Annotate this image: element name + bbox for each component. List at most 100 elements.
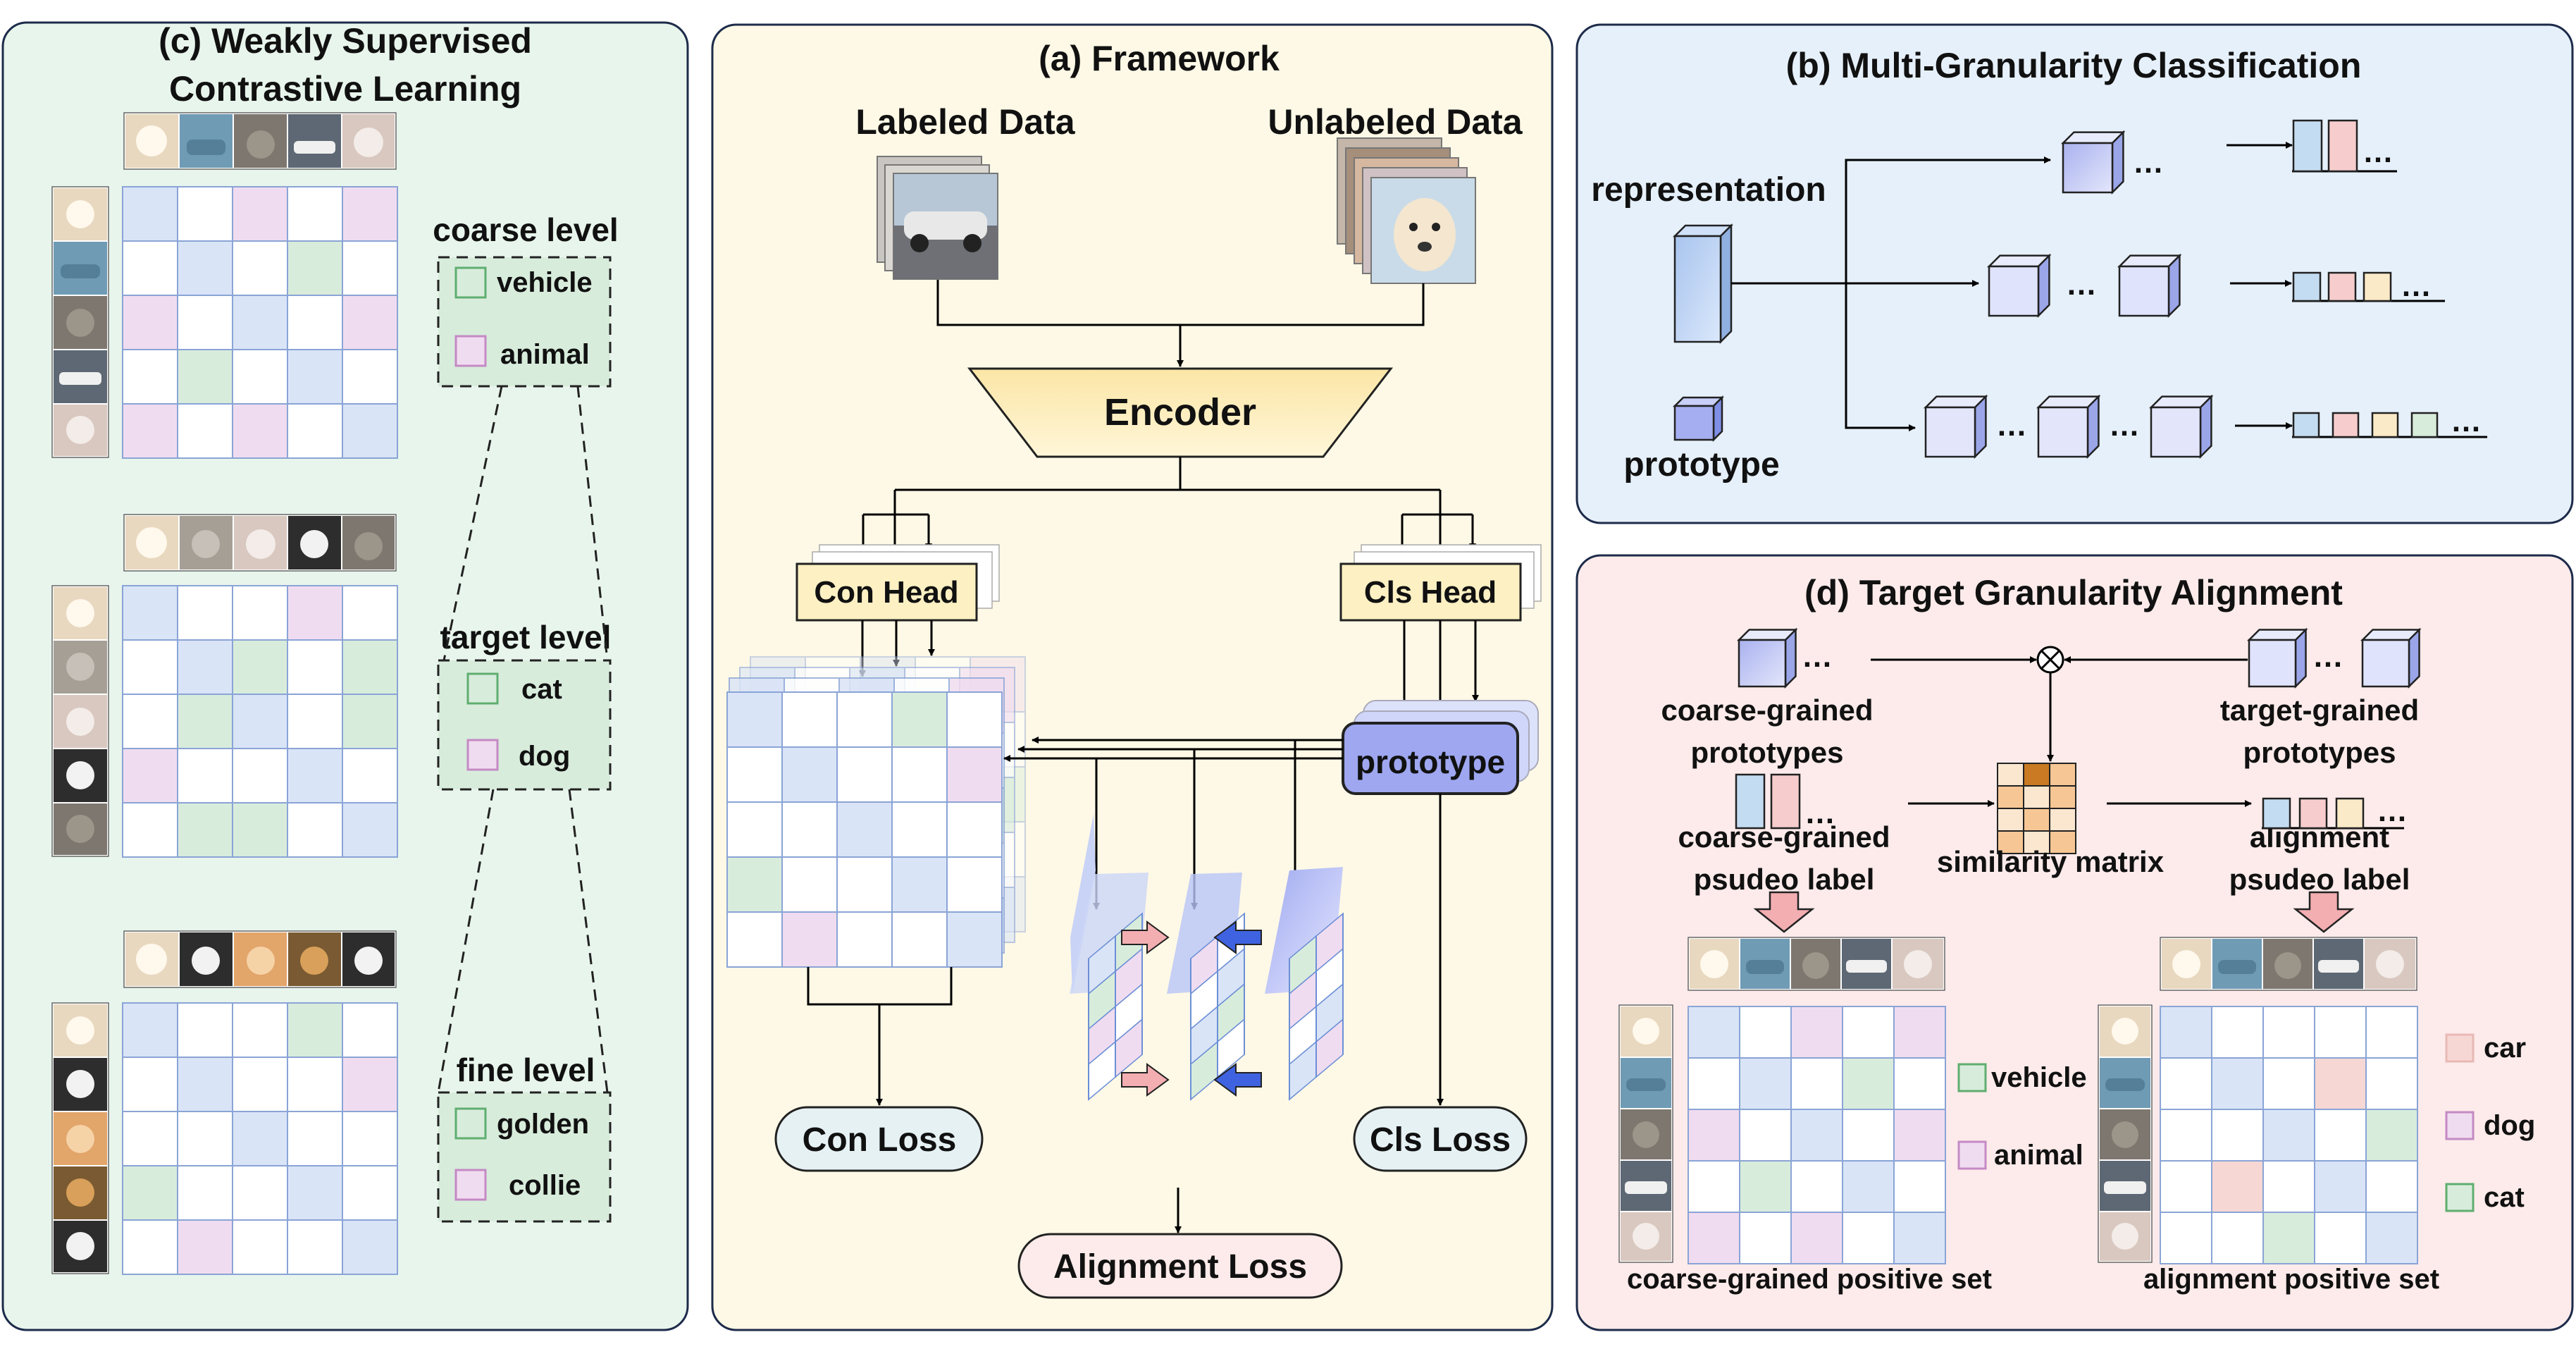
ellipsis: … bbox=[2377, 794, 2408, 828]
skewed-matrix-cell bbox=[1115, 1018, 1143, 1078]
svg-text:animal: animal bbox=[1994, 1140, 2083, 1171]
fine-matrix-cell bbox=[232, 1219, 288, 1275]
alignment-positive-matrix-cell bbox=[2211, 1006, 2264, 1059]
target-prototypes-label-2: prototypes bbox=[2243, 736, 2396, 769]
alignment-loss-box: Alignment Loss bbox=[1017, 1233, 1343, 1299]
image-strip-top-3 bbox=[123, 930, 397, 988]
contrastive-matrix-cell bbox=[946, 801, 1003, 858]
contrastive-matrix-cell bbox=[946, 746, 1003, 803]
fine-matrix-cell bbox=[177, 1165, 233, 1221]
prediction-bar bbox=[2371, 412, 2399, 438]
alignment-positive-matrix-cell bbox=[2211, 1109, 2264, 1162]
similarity-cell bbox=[2023, 808, 2050, 832]
image-column-d-align bbox=[2098, 1004, 2153, 1263]
coarse-pseudo-label-bar bbox=[1735, 773, 1766, 830]
target-matrix-cell bbox=[122, 802, 178, 858]
representation-label: representation bbox=[1591, 171, 1826, 209]
svg-text:Cls Head: Cls Head bbox=[1364, 575, 1497, 610]
target-matrix-cell bbox=[122, 748, 178, 803]
contrastive-matrix-cell bbox=[836, 746, 893, 803]
ellipsis: … bbox=[1804, 796, 1835, 830]
contrastive-matrix-cell bbox=[891, 911, 948, 968]
coarse-positive-matrix-cell bbox=[1739, 1212, 1792, 1264]
svg-text:Con Loss: Con Loss bbox=[803, 1121, 957, 1159]
image-strip-top-1 bbox=[123, 112, 397, 170]
target-matrix-cell bbox=[287, 802, 343, 858]
coarse-matrix-cell bbox=[342, 403, 398, 459]
target-matrix-cell bbox=[232, 748, 288, 803]
prototype-cube bbox=[1986, 253, 2052, 319]
fine-matrix-cell bbox=[287, 1111, 343, 1166]
coarse-prototype-cube-front bbox=[1738, 639, 1787, 688]
prototype-to-matrix-arrows bbox=[1003, 737, 1343, 762]
coarse-positive-matrix-cell bbox=[1688, 1212, 1740, 1264]
prediction-bar bbox=[2327, 119, 2358, 173]
legend-cat-swatch-d bbox=[2445, 1183, 2475, 1212]
ellipsis: … bbox=[2401, 269, 2432, 303]
coarse-matrix-cell bbox=[287, 240, 343, 296]
target-matrix-cell bbox=[122, 694, 178, 749]
coarse-matrix-cell bbox=[232, 186, 288, 242]
alignment-positive-matrix-cell bbox=[2211, 1212, 2264, 1264]
product-operator bbox=[2036, 646, 2064, 674]
alignment-positive-matrix-cell bbox=[2262, 1160, 2315, 1213]
alignment-positive-set-matrix bbox=[2160, 1006, 2418, 1264]
coarse-matrix-cell bbox=[232, 349, 288, 405]
image-column-d-coarse bbox=[1618, 1004, 1673, 1263]
contrastive-matrix-cell bbox=[781, 801, 838, 858]
target-prototype-cube bbox=[2360, 627, 2422, 689]
prototype-cube bbox=[2117, 253, 2182, 319]
svg-text:prototype: prototype bbox=[1356, 744, 1505, 780]
target-matrix-cell bbox=[342, 639, 398, 695]
con-loss-box: Con Loss bbox=[774, 1106, 984, 1172]
prototype-cube-front bbox=[1924, 406, 1976, 458]
contrastive-matrix-cell bbox=[891, 856, 948, 913]
legend-cat-swatch bbox=[466, 672, 499, 705]
legend-car-swatch bbox=[2445, 1033, 2475, 1063]
alignment-positive-matrix-cell bbox=[2262, 1006, 2315, 1059]
encoder-block bbox=[967, 367, 1394, 458]
unlabeled-data-label: Unlabeled Data bbox=[1268, 102, 1523, 142]
skewed-matrix bbox=[1190, 912, 1245, 1101]
target-matrix-cell bbox=[177, 748, 233, 803]
coarse-matrix-cell bbox=[122, 295, 178, 350]
alignment-pseudo-label-bar bbox=[2298, 797, 2328, 830]
contrastive-matrix-cell bbox=[891, 801, 948, 858]
contrastive-matrix-cell bbox=[726, 856, 783, 913]
coarse-matrix-cell bbox=[177, 186, 233, 242]
legend-dog-swatch bbox=[466, 739, 499, 771]
coarse-set-label: coarse-grained positive set bbox=[1627, 1264, 1992, 1295]
coarse-matrix-cell bbox=[342, 295, 398, 350]
alignment-pseudo-label-bar bbox=[2262, 797, 2291, 830]
target-matrix-cell bbox=[177, 694, 233, 749]
contrastive-matrix-cell bbox=[781, 911, 838, 968]
image-column-left-1 bbox=[51, 186, 109, 458]
legend-animal-swatch-d bbox=[1957, 1140, 1987, 1170]
coarse-matrix-cell bbox=[287, 403, 343, 459]
coarse-matrix-cell bbox=[232, 403, 288, 459]
data-to-encoder-arrows bbox=[936, 280, 1425, 367]
contrastive-matrix-cell bbox=[781, 691, 838, 748]
target-matrix-cell bbox=[232, 639, 288, 695]
coarse-matrix-cell bbox=[177, 295, 233, 350]
encoder-label: Encoder bbox=[1104, 391, 1256, 433]
target-matrix-cell bbox=[232, 802, 288, 858]
fine-matrix-cell bbox=[122, 1002, 178, 1058]
skewed-matrix bbox=[1289, 912, 1344, 1101]
granularity-predictions: ……… bbox=[2292, 119, 2487, 438]
similarity-matrix-label: similarity matrix bbox=[1937, 845, 2165, 878]
coarse-matrix-cell bbox=[122, 349, 178, 405]
coarse-positive-matrix-cell bbox=[1790, 1006, 1843, 1059]
labeled-image-stack bbox=[877, 156, 998, 280]
prototype-cube bbox=[2148, 394, 2214, 460]
prediction-bar bbox=[2292, 119, 2323, 173]
alignment-positive-matrix-cell bbox=[2211, 1057, 2264, 1110]
coarse-matrix-cell bbox=[287, 186, 343, 242]
similarity-cell bbox=[2049, 763, 2076, 787]
similarity-cell bbox=[2049, 785, 2076, 809]
coarse-pseudo-label-bar bbox=[1770, 773, 1801, 830]
legend-collie-swatch bbox=[454, 1169, 487, 1201]
panel-b bbox=[1575, 23, 2574, 524]
coarse-positive-matrix-cell bbox=[1893, 1212, 1946, 1264]
alignment-positive-matrix-cell bbox=[2314, 1109, 2367, 1162]
